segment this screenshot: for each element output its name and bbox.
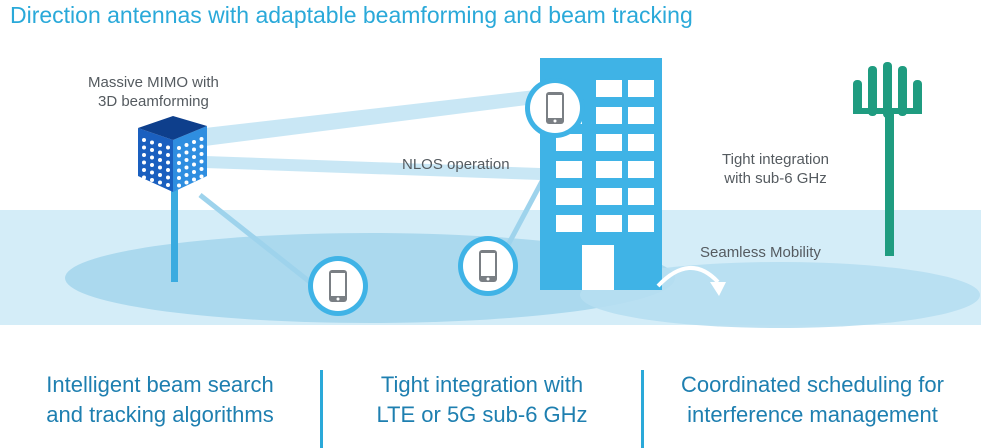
curved-arrow-icon — [656, 265, 726, 296]
building-window — [596, 188, 622, 205]
antenna-element-dot — [158, 143, 162, 147]
antenna-element-dot — [142, 145, 146, 150]
antenna-element-dot — [192, 140, 196, 144]
antenna-pole — [171, 190, 178, 282]
building-window — [628, 161, 654, 178]
building-window — [596, 134, 622, 151]
antenna-element-dot — [150, 163, 154, 167]
building-window — [556, 134, 582, 151]
footer-divider — [641, 370, 644, 448]
antenna-element-dot — [142, 138, 146, 142]
mobility-label: Seamless Mobility — [700, 244, 821, 261]
antenna-element-dot — [184, 165, 189, 170]
antenna-element-dot — [150, 140, 154, 145]
beam-to-building — [205, 156, 540, 180]
building-window — [596, 80, 622, 97]
nlos-label: NLOS operation — [402, 156, 510, 173]
antenna-panel-icon — [138, 116, 207, 192]
footer-row: Intelligent beam search and tracking alg… — [0, 370, 981, 448]
antenna-element-dot — [166, 168, 170, 172]
beam-to-ground-phone — [198, 193, 322, 292]
phone-icon — [525, 78, 585, 138]
antenna-element-dot — [166, 145, 170, 150]
antenna-element-dot — [158, 158, 162, 162]
antenna-element-dot — [166, 160, 170, 165]
building-window — [628, 188, 654, 205]
antenna-element-dot — [177, 146, 181, 150]
antenna-elements — [142, 137, 204, 188]
building-window — [556, 188, 582, 205]
building-window — [596, 107, 622, 124]
antenna-element-dot — [150, 148, 154, 152]
antenna-element-dot — [142, 168, 146, 172]
building-window — [628, 107, 654, 124]
antenna-element-dot — [199, 144, 204, 149]
building-window — [556, 215, 582, 232]
network-diagram — [0, 58, 981, 328]
building-window — [628, 215, 654, 232]
antenna-element-dot — [142, 160, 146, 165]
building-window — [556, 161, 582, 178]
antenna-element-dot — [177, 168, 181, 173]
building-window — [596, 215, 622, 232]
antenna-element-dot — [158, 173, 162, 177]
antenna-element-dot — [199, 167, 204, 171]
cell-tower-icon — [853, 62, 922, 256]
antenna-element-dot — [177, 176, 181, 180]
mimo-label: Massive MIMO with 3D beamforming — [88, 74, 219, 110]
phone-icon — [308, 256, 368, 316]
antenna-element-dot — [150, 170, 154, 175]
antenna-element-dot — [150, 178, 154, 182]
footer-divider — [320, 370, 323, 448]
antenna-element-dot — [192, 170, 196, 174]
coverage-ellipse-left — [65, 233, 675, 323]
tight-integration-label: Tight integration with sub-6 GHz — [722, 151, 830, 187]
antenna-element-dot — [199, 137, 204, 141]
page-title: Direction antennas with adaptable beamfo… — [10, 2, 693, 28]
antenna-element-dot — [158, 150, 162, 155]
antenna-element-dot — [177, 161, 181, 165]
beam-to-building-phone — [205, 90, 535, 146]
footer-col-3: Coordinated scheduling for interference … — [681, 372, 944, 427]
antenna-element-dot — [192, 147, 196, 152]
antenna-element-dot — [184, 158, 189, 162]
antenna-element-dot — [142, 153, 146, 157]
building-window — [628, 134, 654, 151]
phone-icon — [458, 236, 518, 296]
antenna-element-dot — [142, 175, 146, 180]
footer-col-1: Intelligent beam search and tracking alg… — [46, 372, 274, 427]
antenna-element-dot — [184, 173, 189, 177]
coverage-ellipse-right — [580, 262, 980, 328]
antenna-element-dot — [199, 159, 204, 164]
antenna-element-dot — [166, 175, 170, 180]
footer-col-2: Tight integration with LTE or 5G sub-6 G… — [376, 372, 588, 427]
antenna-element-dot — [177, 183, 181, 188]
building-window — [628, 80, 654, 97]
antenna-element-dot — [192, 155, 196, 159]
antenna-element-dot — [166, 183, 170, 187]
antenna-element-dot — [184, 180, 189, 185]
antenna-element-dot — [199, 174, 204, 179]
antenna-element-dot — [166, 153, 170, 157]
antenna-element-dot — [177, 153, 181, 158]
building-window — [596, 161, 622, 178]
antenna-element-dot — [158, 180, 162, 185]
antenna-element-dot — [192, 162, 196, 167]
antenna-element-dot — [150, 155, 154, 160]
antenna-element-dot — [158, 165, 162, 170]
antenna-element-dot — [184, 143, 189, 147]
antenna-element-dot — [184, 150, 189, 155]
antenna-element-dot — [192, 177, 196, 182]
antenna-element-dot — [199, 152, 204, 156]
